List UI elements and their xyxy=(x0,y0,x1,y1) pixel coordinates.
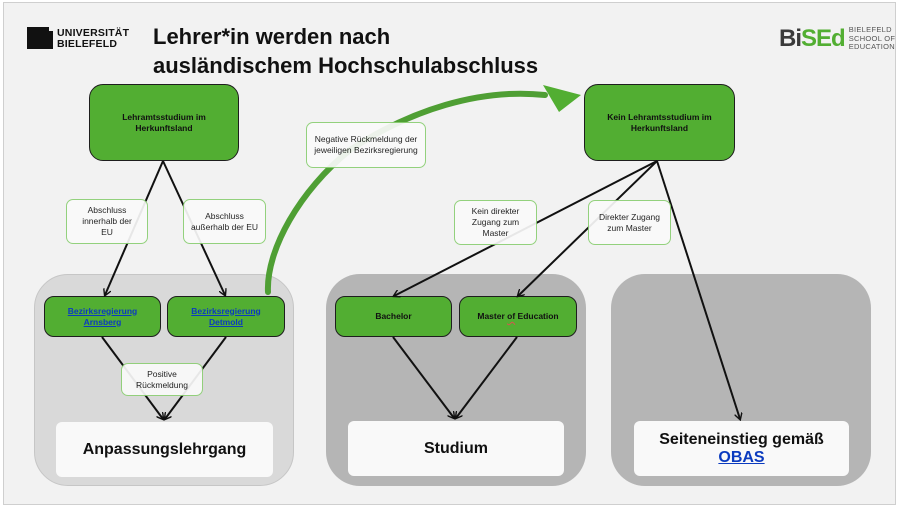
edge-label-innerhalb-eu: Abschluss innerhalb der EU xyxy=(66,199,148,244)
bised-logo-text: BIELEFELD SCHOOL OF EDUCATION xyxy=(848,25,896,52)
node-lehramt-label: Lehramtsstudium im Herkunftsland xyxy=(122,111,206,133)
master-prefix: Master xyxy=(477,311,508,321)
bised-text-line2: SCHOOL OF xyxy=(848,33,896,43)
arnsberg-line2: Arnsberg xyxy=(83,316,122,327)
node-kein-lehramtsstudium-herkunftsland: Kein Lehramtsstudium im Herkunftsland xyxy=(584,84,735,161)
edge-label-negative-rueckmeldung: Negative Rückmeldung der jeweiligen Bezi… xyxy=(306,122,426,168)
edge-label-positive-text: Positive Rückmeldung xyxy=(136,368,188,390)
node-kein-lehramt-label: Kein Lehramtsstudium im Herkunftsland xyxy=(607,111,712,133)
arnsberg-line1: Bezirksregierung xyxy=(67,305,138,316)
bised-mark-ed: Ed xyxy=(816,24,846,52)
page-title-line2: ausländischem Hochschulabschluss xyxy=(153,53,539,78)
page-title-line1: Lehrer*in werden nach xyxy=(153,24,391,49)
bised-text-line1: BIELEFELD xyxy=(848,25,892,34)
result-anpassungslehrgang: Anpassungslehrgang xyxy=(56,422,273,477)
node-master-of-education: Master of Education xyxy=(459,296,577,337)
university-logo-icon xyxy=(27,27,53,49)
node-bachelor-label: Bachelor xyxy=(375,311,412,321)
university-logo-text: UNIVERSITÄT BIELEFELD xyxy=(57,28,129,50)
university-logo-line2: BIELEFELD xyxy=(57,38,118,50)
edge-label-kein-direkter-text: Kein direkter Zugang zum Master xyxy=(471,206,520,238)
edge-label-positive-rueckmeldung: Positive Rückmeldung xyxy=(121,363,203,396)
master-suffix: Education xyxy=(515,311,559,321)
edge-label-negative-text: Negative Rückmeldung der jeweiligen Bezi… xyxy=(314,134,418,155)
bised-mark-s: S xyxy=(801,24,817,52)
master-of-spellcheck: of xyxy=(507,311,516,321)
result-studium-label: Studium xyxy=(424,439,488,457)
result-seiteneinstieg: Seiteneinstieg gemäß OBAS xyxy=(634,421,849,476)
node-bachelor: Bachelor xyxy=(335,296,452,337)
detmold-line2: Detmold xyxy=(208,316,243,327)
edge-label-kein-direkter-zugang: Kein direkter Zugang zum Master xyxy=(454,200,537,245)
edge-label-innerhalb-eu-text: Abschluss innerhalb der EU xyxy=(82,205,132,237)
edge-label-direkter-zugang: Direkter Zugang zum Master xyxy=(588,200,671,245)
link-obas[interactable]: OBAS xyxy=(718,448,765,466)
bised-text-line3: EDUCATION xyxy=(848,42,895,51)
result-anpassung-label: Anpassungslehrgang xyxy=(82,440,247,458)
bised-logo: BiSEd BIELEFELD SCHOOL OF EDUCATION xyxy=(779,24,896,52)
edge-label-ausserhalb-eu: Abschluss außerhalb der EU xyxy=(183,199,266,244)
node-master-label: Master of Education xyxy=(477,311,558,322)
bised-mark-bi: Bi xyxy=(779,24,802,52)
result-studium: Studium xyxy=(348,421,564,476)
node-lehramtsstudium-herkunftsland: Lehramtsstudium im Herkunftsland xyxy=(89,84,239,161)
edge-label-direkter-text: Direkter Zugang zum Master xyxy=(599,211,660,233)
university-logo-line1: UNIVERSITÄT xyxy=(57,27,130,39)
page-title: Lehrer*in werden nach ausländischem Hoch… xyxy=(153,22,538,80)
bised-logo-mark: BiSEd xyxy=(779,24,846,52)
edge-label-ausserhalb-eu-text: Abschluss außerhalb der EU xyxy=(190,210,259,232)
result-seiteneinstieg-label: Seiteneinstieg gemäß xyxy=(659,430,824,448)
detmold-line1: Bezirksregierung xyxy=(191,305,261,316)
